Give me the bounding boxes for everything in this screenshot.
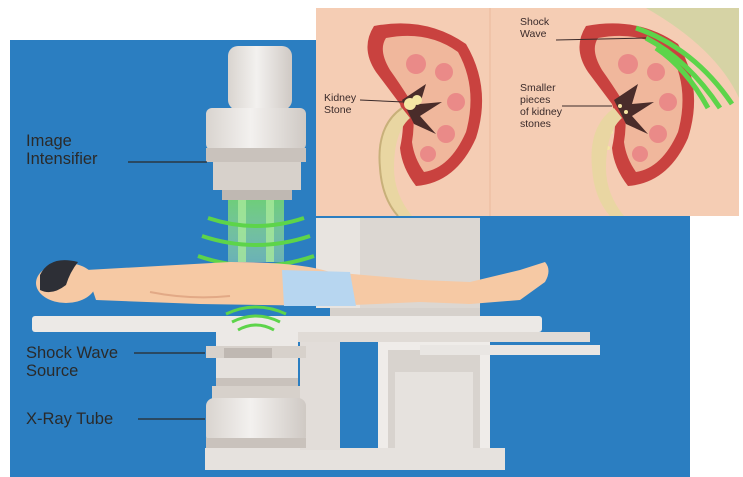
inset-label-shock-wave-line2: Wave	[520, 28, 549, 40]
label-xray-tube: X-Ray Tube	[26, 410, 113, 428]
kidney-inset-panel: Kidney Stone Shock Wave Smaller pieces o…	[316, 8, 739, 216]
label-image-intensifier-line2: Intensifier	[26, 150, 98, 168]
inset-label-kidney-stone-line2: Stone	[324, 104, 356, 116]
inset-label-smaller-pieces-line3: of kidney	[520, 106, 562, 118]
inset-label-smaller-pieces-line1: Smaller	[520, 82, 562, 94]
xray-tube-unit	[206, 386, 306, 448]
label-shock-wave-source-line1: Shock Wave	[26, 344, 118, 362]
label-image-intensifier-line1: Image	[26, 132, 98, 150]
inset-label-kidney-stone: Kidney Stone	[324, 92, 356, 116]
inset-label-smaller-pieces-line2: pieces	[520, 94, 562, 106]
inset-label-kidney-stone-line1: Kidney	[324, 92, 356, 104]
label-image-intensifier: Image Intensifier	[26, 132, 98, 169]
inset-label-shock-wave: Shock Wave	[520, 16, 549, 40]
label-shock-wave-source: Shock Wave Source	[26, 344, 118, 381]
inset-label-smaller-pieces: Smaller pieces of kidney stones	[520, 82, 562, 130]
inset-label-shock-wave-line1: Shock	[520, 16, 549, 28]
label-shock-wave-source-line2: Source	[26, 362, 118, 380]
inset-label-smaller-pieces-line4: stones	[520, 118, 562, 130]
